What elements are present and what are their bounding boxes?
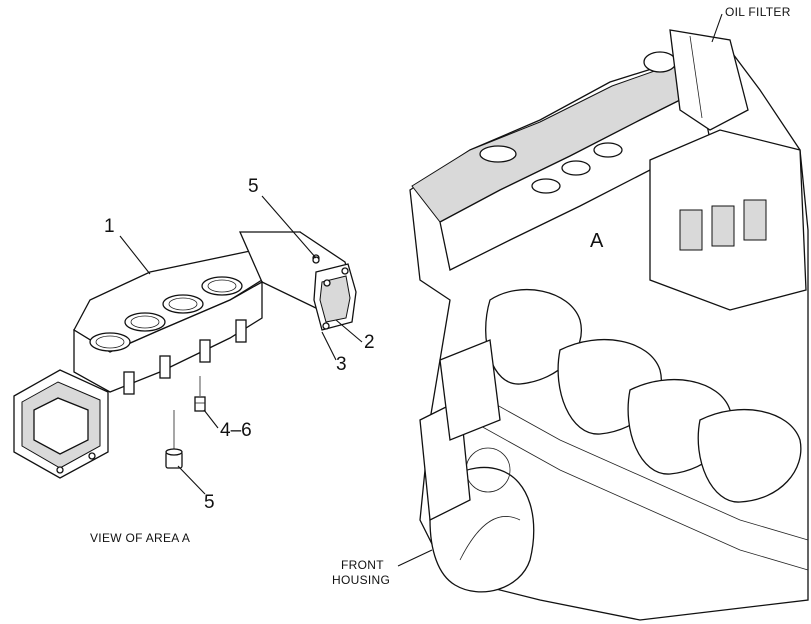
plug-part-5 — [165, 410, 183, 469]
caption-oil-filter: OIL FILTER — [725, 5, 791, 19]
callout-2: 2 — [364, 332, 375, 353]
engine-assembly — [409, 29, 809, 621]
callout-3: 3 — [336, 354, 347, 375]
callout-1: 1 — [104, 216, 115, 237]
manifold-part-1 — [13, 231, 357, 479]
caption-front: FRONT — [341, 558, 384, 572]
callout-5-top: 5 — [248, 176, 259, 197]
callout-5-bottom: 5 — [204, 492, 215, 513]
callout-4-6: 4–6 — [220, 420, 252, 441]
caption-housing: HOUSING — [332, 573, 391, 587]
view-marker-a: A — [590, 230, 604, 252]
plug-part-4-6 — [194, 376, 206, 412]
caption-view-of-area-a: VIEW OF AREA A — [90, 531, 191, 545]
